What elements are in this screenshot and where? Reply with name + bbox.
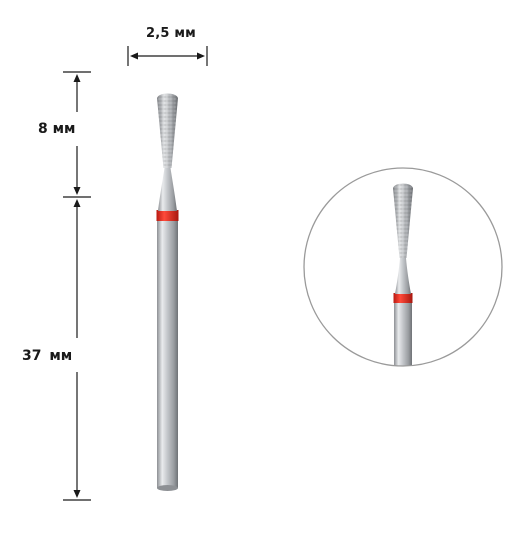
- length-dimensions: [63, 71, 91, 501]
- width-dimension: [127, 46, 208, 66]
- head-length-label: 8 мм: [38, 121, 76, 137]
- magnified-view: [303, 167, 503, 367]
- diamond-bur-icon: [156, 93, 179, 491]
- magnified-bur-icon: [393, 183, 413, 366]
- head-width-label: 2,5 мм: [146, 26, 197, 41]
- shank-length-label: 37 мм: [22, 348, 73, 364]
